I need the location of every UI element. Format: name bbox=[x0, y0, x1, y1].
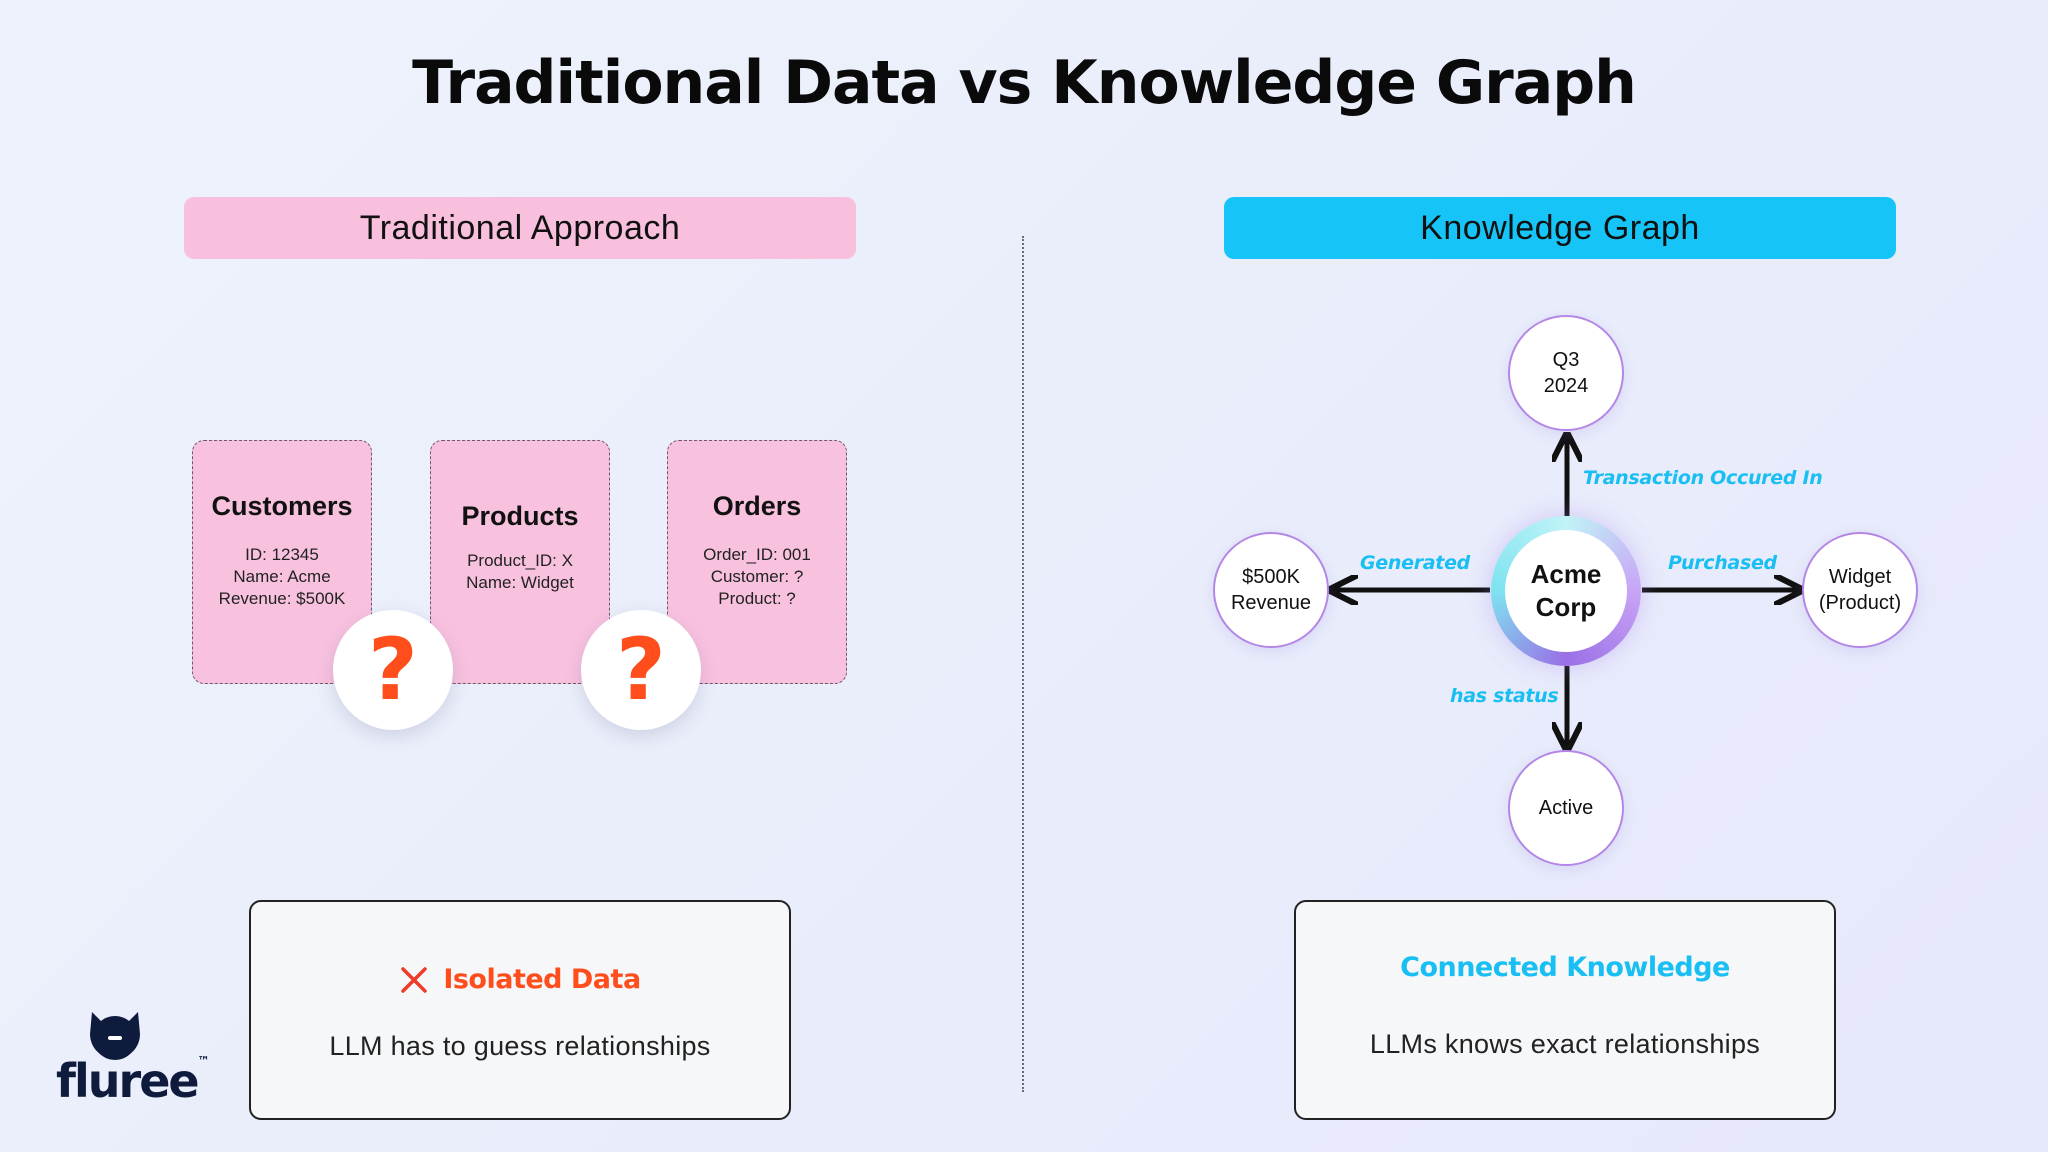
edge-label-transaction-occured-in: Transaction Occured In bbox=[1583, 467, 1823, 489]
edge-label-generated: Generated bbox=[1360, 552, 1470, 574]
customers-table-card: Customers ID: 12345 Name: Acme Revenue: … bbox=[192, 440, 372, 684]
trademark-symbol: ™ bbox=[197, 1054, 210, 1068]
x-icon bbox=[401, 966, 428, 993]
table-field: Order_ID: 001 bbox=[703, 545, 811, 564]
node-label: Acme bbox=[1530, 559, 1602, 589]
orders-table-card: Orders Order_ID: 001 Customer: ? Product… bbox=[667, 440, 847, 684]
table-field: Revenue: $500K bbox=[218, 589, 346, 608]
node-label: (Product) bbox=[1818, 592, 1902, 614]
node-label: $500K bbox=[1242, 566, 1300, 588]
isolated-data-title: Isolated Data bbox=[443, 964, 641, 995]
edge-label-has-status: has status bbox=[1450, 685, 1559, 707]
node-label: Widget bbox=[1828, 566, 1892, 588]
isolated-data-box: Isolated Data LLM has to guess relations… bbox=[249, 900, 791, 1120]
node-label: Active bbox=[1538, 797, 1594, 819]
question-mark-icon: ? bbox=[581, 610, 701, 730]
isolated-data-heading: Isolated Data bbox=[251, 964, 789, 995]
node-label: Revenue bbox=[1230, 592, 1312, 614]
products-table-card: Products Product_ID: X Name: Widget bbox=[430, 440, 610, 684]
fluree-logo: fluree™ bbox=[56, 1054, 210, 1108]
node-label: Q3 bbox=[1552, 349, 1580, 371]
fluree-mascot-icon bbox=[90, 1012, 140, 1060]
table-field: Name: Acme bbox=[233, 567, 331, 586]
edge-label-purchased: Purchased bbox=[1668, 552, 1777, 574]
table-field: Customer: ? bbox=[710, 567, 804, 586]
table-field: Name: Widget bbox=[466, 573, 574, 592]
table-field: Product: ? bbox=[718, 589, 796, 608]
table-field: ID: 12345 bbox=[245, 545, 319, 564]
page-title: Traditional Data vs Knowledge Graph bbox=[412, 48, 1637, 118]
table-field: Product_ID: X bbox=[467, 551, 573, 570]
table-name: Products bbox=[461, 501, 579, 531]
table-fields: Product_ID: X Name: Widget bbox=[431, 550, 609, 594]
connected-knowledge-text: LLMs knows exact relationships bbox=[1369, 1029, 1761, 1059]
logo-text: fluree bbox=[56, 1054, 200, 1108]
acme-corp-node: Acme Corp bbox=[1505, 530, 1627, 652]
q3-2024-node: Q3 2024 bbox=[1508, 315, 1624, 431]
acme-corp-node-ring: Acme Corp bbox=[1491, 516, 1641, 666]
node-label: Corp bbox=[1535, 592, 1597, 622]
connected-knowledge-title: Connected Knowledge bbox=[1400, 952, 1730, 983]
isolated-data-text: LLM has to guess relationships bbox=[329, 1031, 711, 1061]
graph-edges bbox=[1200, 300, 1960, 900]
table-fields: ID: 12345 Name: Acme Revenue: $500K bbox=[193, 544, 371, 610]
knowledge-graph-header: Knowledge Graph bbox=[1224, 197, 1896, 259]
table-name: Orders bbox=[712, 491, 802, 521]
connected-knowledge-box: Connected Knowledge LLMs knows exact rel… bbox=[1294, 900, 1836, 1120]
table-name: Customers bbox=[211, 491, 353, 521]
traditional-approach-header: Traditional Approach bbox=[184, 197, 856, 259]
section-divider bbox=[1022, 236, 1024, 1092]
question-mark-icon: ? bbox=[333, 610, 453, 730]
table-fields: Order_ID: 001 Customer: ? Product: ? bbox=[668, 544, 846, 610]
node-label: 2024 bbox=[1543, 375, 1589, 397]
revenue-node: $500K Revenue bbox=[1213, 532, 1329, 648]
active-node: Active bbox=[1508, 750, 1624, 866]
widget-product-node: Widget (Product) bbox=[1802, 532, 1918, 648]
